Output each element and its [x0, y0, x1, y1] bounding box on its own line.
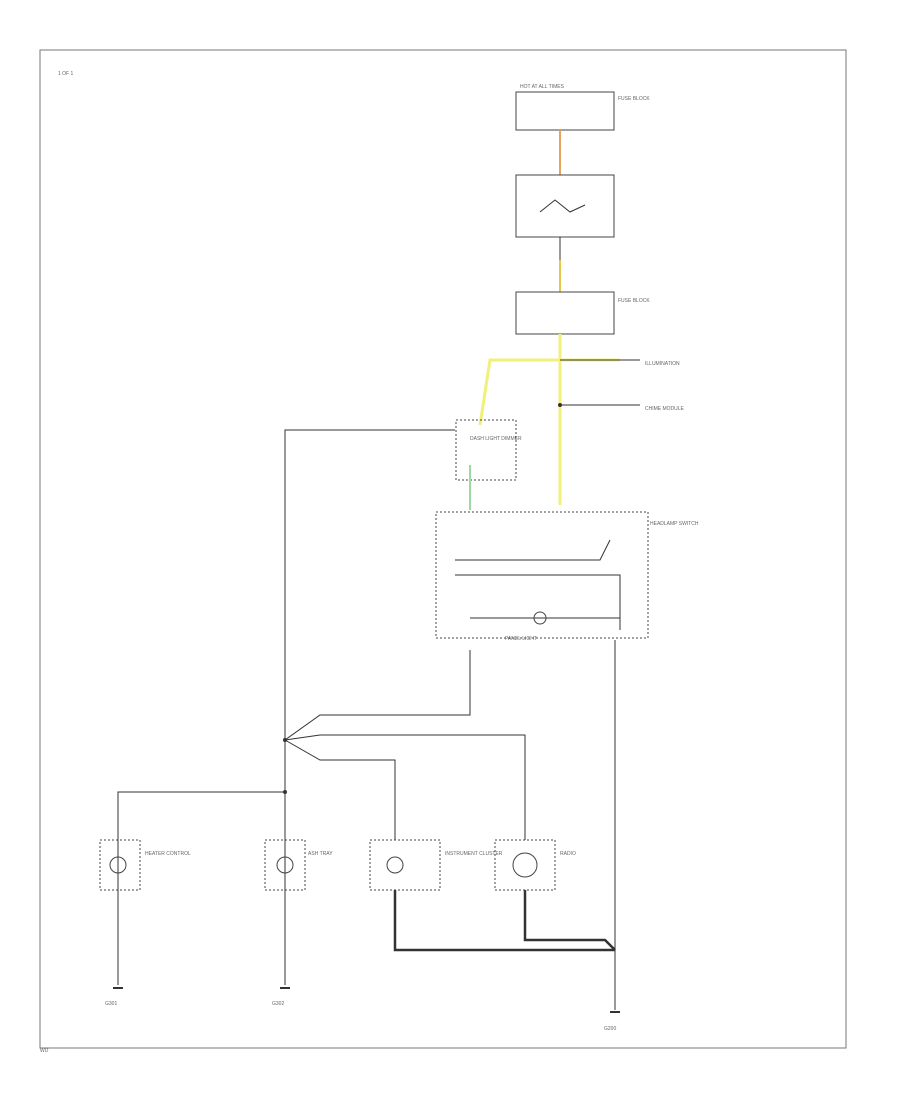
dimmer-box: [455, 419, 517, 481]
ash-tray-box: [264, 839, 306, 891]
wire-headlamp-1: [455, 539, 611, 561]
illum-label: ILLUMINATION: [645, 361, 680, 367]
headlamp-switch-box: [435, 511, 649, 639]
wire-yellow-branch: [478, 358, 620, 426]
radio-label: RADIO: [560, 851, 576, 857]
lamp-icon: [512, 852, 538, 878]
heater-label: HEATER CONTROL: [145, 851, 191, 857]
lamp-icon: [109, 856, 127, 874]
wire-cross-2: [284, 734, 526, 840]
fuse-mid-side: FUSE BLOCK: [618, 298, 650, 304]
page-header: 1 OF 1: [58, 71, 74, 77]
wire-left-branch: [117, 791, 285, 985]
headlamp-label: HEADLAMP SWITCH: [650, 521, 699, 527]
radio-box: [494, 839, 556, 891]
junction-dot: [558, 403, 562, 407]
ash-tray-label: ASH TRAY: [308, 851, 333, 857]
heater-ctrl-box: [99, 839, 141, 891]
ground-left-label: G301: [105, 1001, 117, 1007]
fuse-box-top: [515, 91, 615, 131]
instrument-box: [369, 839, 441, 891]
instrument-label: INSTRUMENT CLUSTER: [445, 851, 503, 857]
ground-right-label: G200: [604, 1026, 616, 1032]
dimmer-label: DASH LIGHT DIMMER: [470, 436, 522, 442]
fuse-top-side: FUSE BLOCK: [618, 96, 650, 102]
chime-label: CHIME MODULE: [645, 406, 685, 412]
diagram-frame: [39, 49, 847, 1049]
lamp-icon: [533, 611, 547, 625]
wire-ground-bus-2: [523, 890, 616, 951]
junction-dot: [283, 790, 287, 794]
fuse-box-mid: [515, 291, 615, 335]
panel-light-label: PANEL LIGHT: [505, 636, 537, 642]
wire-ground-bus: [393, 890, 615, 952]
wire-cross-1: [284, 650, 471, 840]
switch-icon: [539, 199, 586, 213]
junction-dot: [283, 738, 287, 742]
fuse-top-label: HOT AT ALL TIMES: [520, 84, 565, 90]
wire-left-feed: [284, 429, 455, 985]
lamp-icon: [276, 856, 294, 874]
ground-mid-label: G302: [272, 1001, 284, 1007]
switch-box: [515, 174, 615, 238]
lamp-icon: [386, 856, 404, 874]
wire-headlamp-2: [455, 574, 621, 630]
footer-code: WD: [40, 1048, 49, 1054]
